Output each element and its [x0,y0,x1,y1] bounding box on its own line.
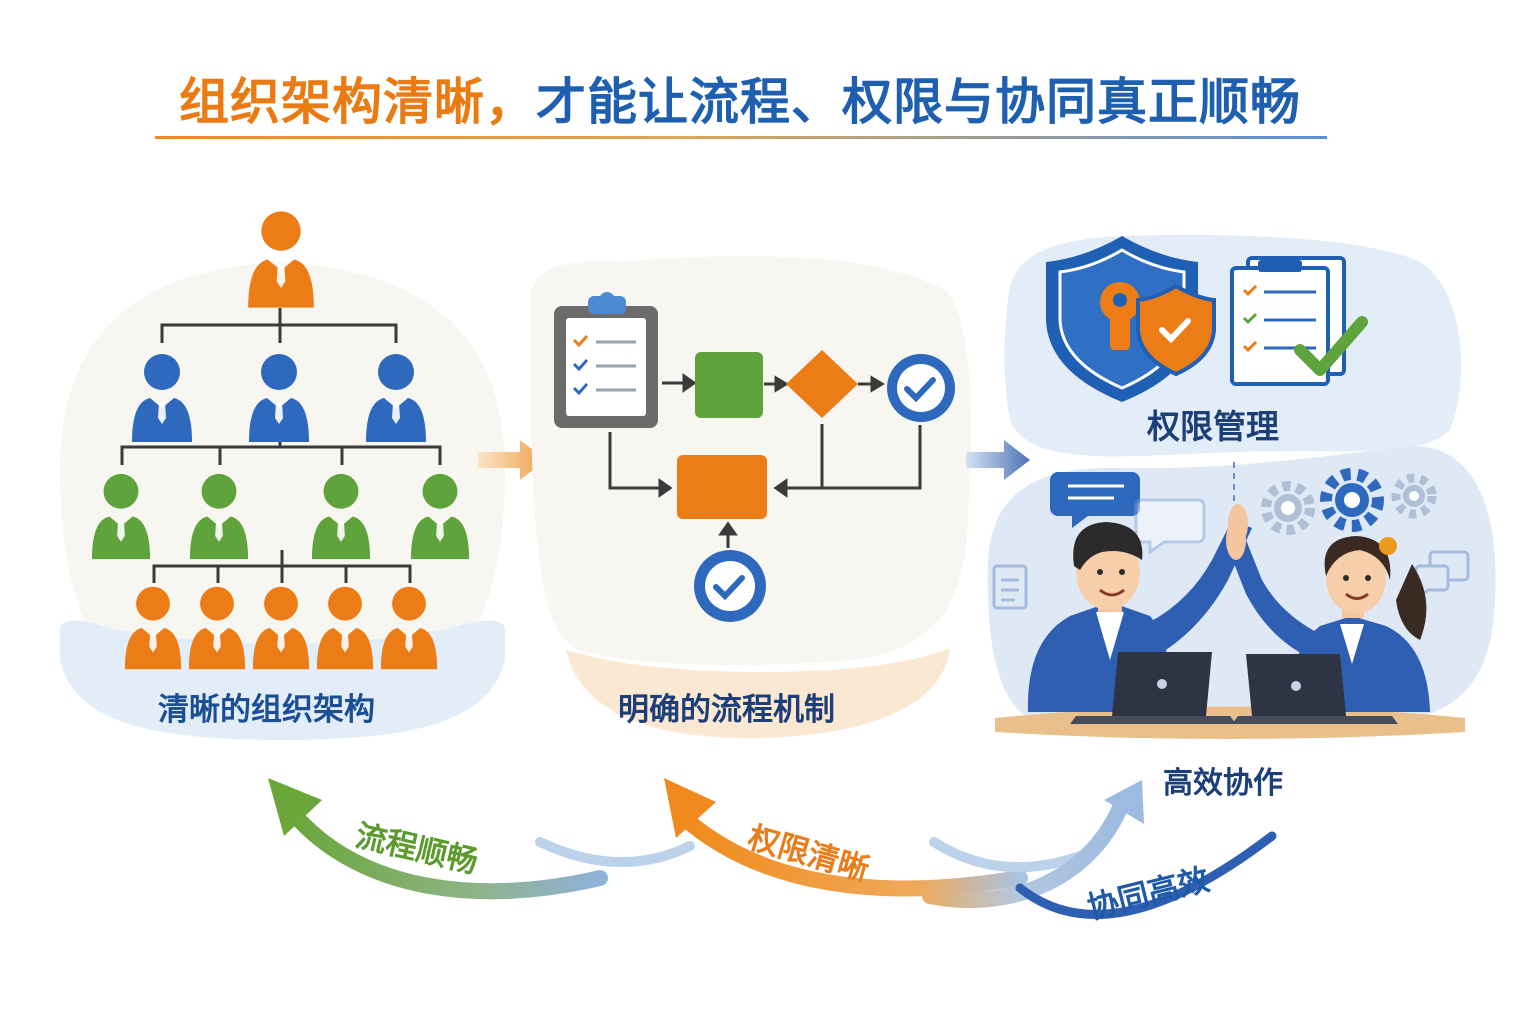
chat-bubble-icon [1134,498,1206,555]
title-part-1: 组织架构清晰， [179,73,536,131]
curved-arrow-green [268,778,695,900]
cooperation-label: 高效协作 [1163,766,1283,801]
process-mechanism-label: 明确的流程机制 [618,692,835,728]
decision-diamond [786,350,858,418]
arrow-right-icon [478,440,546,480]
title-part-2: 才能让流程、权限与协同真正顺畅 [536,73,1301,131]
curved-arrow-blue [922,780,1277,919]
clipboard-icon [554,292,658,428]
gear-icon [1391,473,1437,519]
check-circle-icon [887,354,955,422]
keyhole-icon [1100,282,1140,350]
shield-check-icon [1136,283,1216,377]
checklist-document-icon [1230,256,1368,386]
laptop-icon [1232,654,1398,724]
org-structure-label: 清晰的组织架构 [158,692,375,728]
permission-management-label: 权限管理 [1147,407,1279,446]
chat-bubbles-icon [1414,550,1470,599]
curved-arrow-orange [664,778,1085,897]
arrow-right-icon [966,440,1030,480]
page-title: 组织架构清晰，才能让流程、权限与协同真正顺畅 [0,62,1480,134]
title-underline [155,136,1327,139]
flowchart-lines [608,373,922,548]
gear-icon [1261,481,1315,535]
gear-icon [1320,468,1384,532]
org-person-icons [91,211,470,670]
document-icon [992,564,1028,610]
check-circle-icon [694,550,766,622]
process-step-box [695,352,763,418]
chat-bubble-icon [1050,472,1140,528]
laptop-icon [1070,652,1236,724]
ceo-icon [248,211,314,308]
process-task-box [677,455,767,519]
